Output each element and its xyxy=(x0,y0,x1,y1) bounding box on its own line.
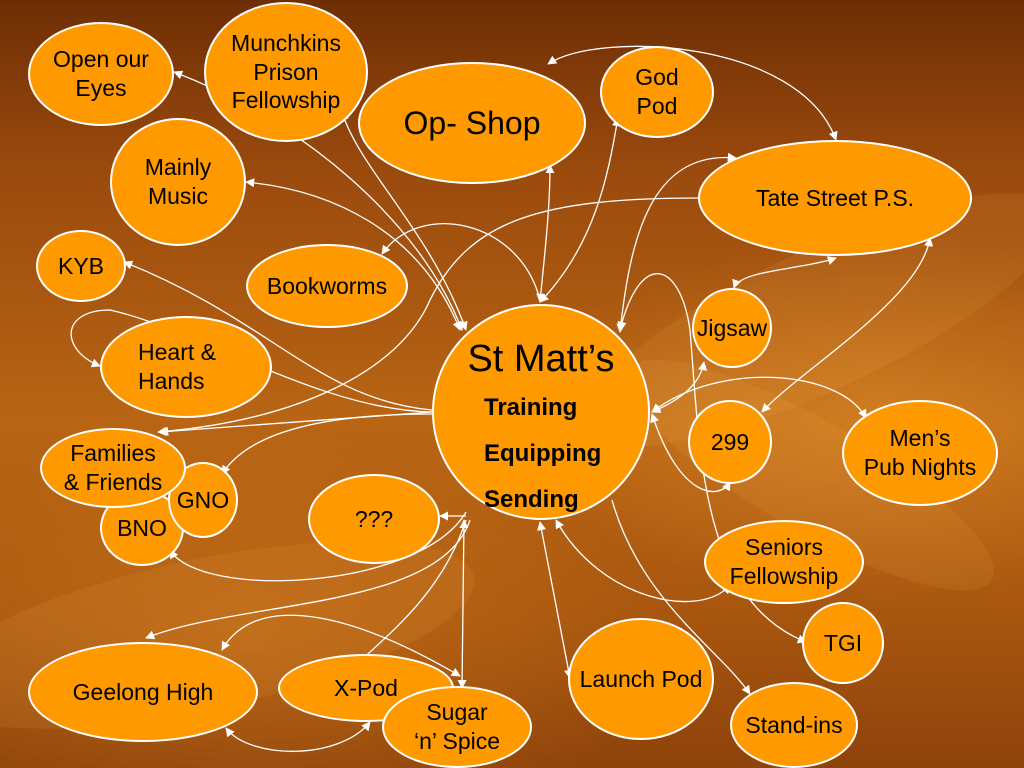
node-label: Jigsaw xyxy=(696,314,768,341)
node-label: 299 xyxy=(710,428,750,455)
node-tgi: TGI xyxy=(802,602,884,684)
node-label: X-Pod xyxy=(334,675,398,701)
node-label: ??? xyxy=(354,505,394,532)
node-label: Munchkins Prison Fellowship xyxy=(231,29,341,114)
node-label: Geelong High xyxy=(72,678,214,705)
hub-line-sending: Sending xyxy=(484,486,579,513)
arrow-geelong-sugar xyxy=(225,721,371,752)
node-label: Families & Friends xyxy=(63,440,163,495)
node-label: Launch Pod xyxy=(579,665,703,692)
node-launch-pod: Launch Pod xyxy=(568,618,714,740)
arrow-gno xyxy=(221,413,433,475)
node-families-and-friends: Families & Friends xyxy=(40,428,186,508)
node-geelong-high: Geelong High xyxy=(28,642,258,742)
node-label: Bookworms xyxy=(266,272,388,299)
hub-title: St Matt’s xyxy=(467,338,615,380)
node-label: TGI xyxy=(823,629,863,656)
node-op-shop: Op- Shop xyxy=(358,62,586,184)
node-label: Tate Street P.S. xyxy=(755,184,915,211)
node-label: Men’s Pub Nights xyxy=(863,425,977,480)
arrow-bookworms xyxy=(381,223,541,301)
arrow-kyb xyxy=(123,260,433,411)
node-sugar-n-spice: Sugar ‘n’ Spice xyxy=(382,686,532,768)
node-munchkins-prison-fellowship: Munchkins Prison Fellowship xyxy=(204,2,368,142)
node-label: Sugar ‘n’ Spice xyxy=(413,699,501,754)
arrow-tate-299 xyxy=(761,237,934,413)
node-bookworms: Bookworms xyxy=(246,244,408,328)
arrow-tate-street xyxy=(616,152,737,333)
node-god-pod: God Pod xyxy=(600,46,714,138)
node-label: GNO xyxy=(176,486,230,513)
arrow-bno xyxy=(169,511,467,582)
arrow-launch-pod xyxy=(537,521,573,679)
hub-line-equipping: Equipping xyxy=(484,440,602,467)
node-label: Open our Eyes xyxy=(53,46,149,101)
node-kyb: KYB xyxy=(36,230,126,302)
node-tate-street-ps: Tate Street P.S. xyxy=(698,140,972,256)
node-299: 299 xyxy=(688,400,772,484)
arrow-geelong-high xyxy=(145,519,471,640)
arrow-stand-ins xyxy=(611,499,751,695)
node-st-matts-hub: St Matt’s Training Equipping Sending xyxy=(432,304,650,520)
node-label: KYB xyxy=(57,252,105,279)
node-open-our-eyes: Open our Eyes xyxy=(28,22,174,126)
node-jigsaw: Jigsaw xyxy=(692,288,772,368)
hub-line-training: Training xyxy=(484,394,578,421)
arrow-geelong-xpod xyxy=(221,614,461,677)
node-stand-ins: Stand-ins xyxy=(730,682,858,768)
node-heart-and-hands: Heart & Hands xyxy=(100,316,272,418)
arrow-tate-jigsaw xyxy=(732,256,837,289)
arrow-op-shop xyxy=(536,164,555,303)
node-label: Seniors Fellowship xyxy=(729,534,839,589)
node-mens-pub-nights: Men’s Pub Nights xyxy=(842,400,998,506)
arrow-mainly-music xyxy=(245,178,462,331)
arrow-tate-to-families xyxy=(157,197,701,436)
node-label: Stand-ins xyxy=(745,711,843,738)
node-seniors-fellowship: Seniors Fellowship xyxy=(704,520,864,604)
arrow-op-shop-tate xyxy=(547,45,838,141)
node-unknown: ??? xyxy=(308,474,440,564)
node-label: BNO xyxy=(117,514,167,541)
node-label: Heart & Hands xyxy=(138,339,216,394)
node-label: Op- Shop xyxy=(403,105,541,141)
node-label: Mainly Music xyxy=(144,154,212,209)
node-label: God Pod xyxy=(635,64,679,119)
arrow-sugar-spice xyxy=(457,519,469,689)
node-mainly-music: Mainly Music xyxy=(110,118,246,246)
